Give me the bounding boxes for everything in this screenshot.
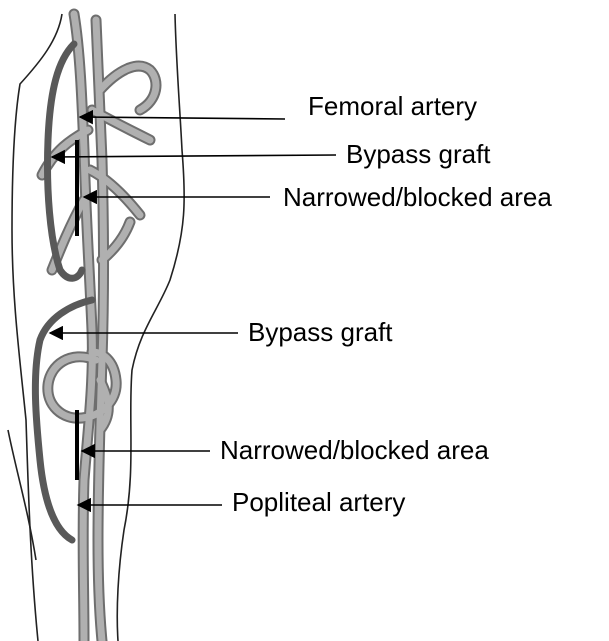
label-femoral-artery: Femoral artery — [308, 93, 477, 119]
label-narrowed-lower: Narrowed/blocked area — [220, 437, 489, 463]
label-bypass-graft-lower: Bypass graft — [248, 319, 393, 345]
label-narrowed-upper: Narrowed/blocked area — [283, 184, 552, 210]
label-bypass-graft-upper: Bypass graft — [346, 141, 491, 167]
label-popliteal-artery: Popliteal artery — [232, 489, 405, 515]
artery-system — [42, 14, 156, 641]
pointer-bypass-graft-upper — [52, 155, 336, 157]
